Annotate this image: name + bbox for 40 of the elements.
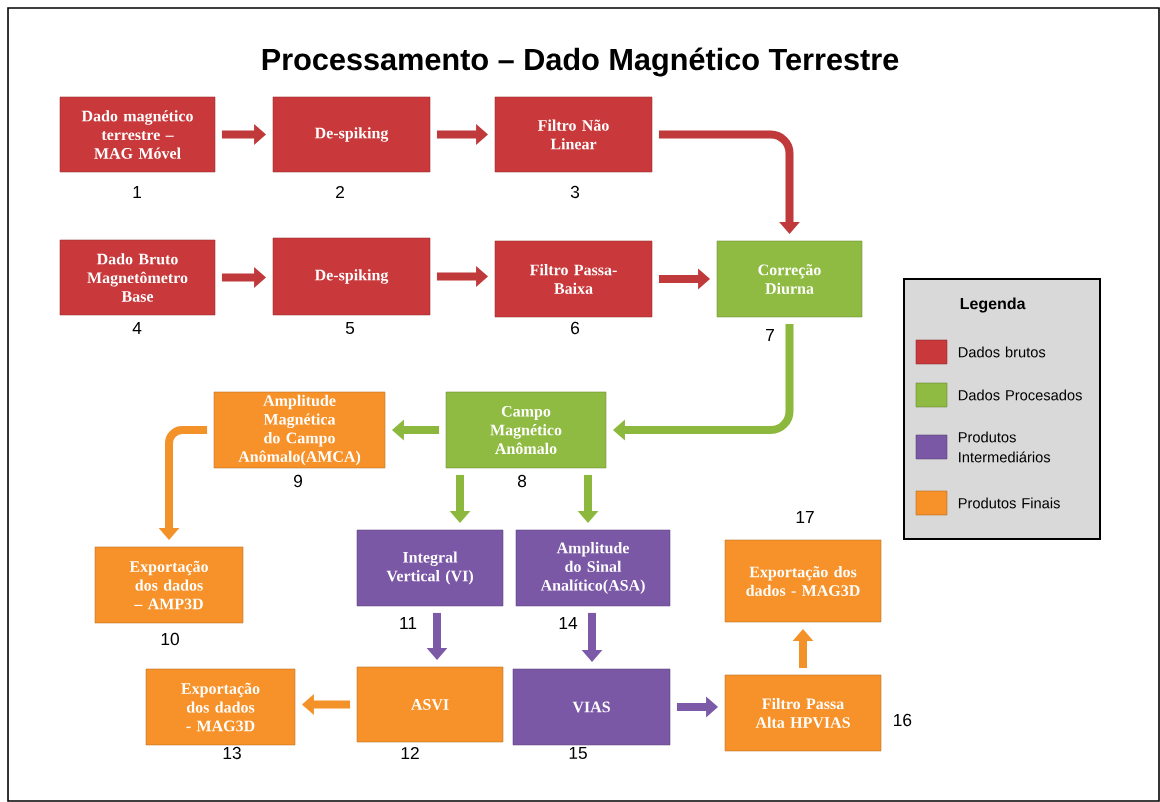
process-box: Dado magnético terrestre – MAG Móvel (59, 96, 216, 173)
step-number: 17 (796, 511, 814, 523)
step-number: 10 (161, 632, 179, 646)
step-number: 3 (570, 185, 580, 199)
legend-label: Dados Procesados (958, 389, 1082, 401)
process-box: De-spiking (272, 96, 431, 173)
process-box: Exportação dos dados - MAG3D (724, 539, 882, 623)
process-box: Exportação dos dados - MAG3D (145, 668, 296, 746)
process-box: Amplitude Magnética do Campo Anômalo(AMCA) (213, 391, 386, 469)
process-box: Filtro Passa Alta HPVIAS (724, 674, 882, 752)
process-box: Correção Diurna (716, 240, 863, 318)
legend-label: Produtos Intermediários (958, 431, 1051, 463)
process-box: ASVI (356, 666, 504, 743)
step-number: 16 (894, 713, 912, 727)
process-box: De-spiking (272, 237, 431, 316)
step-number: 2 (336, 185, 344, 199)
step-number: 9 (294, 474, 302, 488)
process-box: VIAS (512, 668, 671, 746)
step-number: 11 (400, 617, 417, 629)
legend-title: Legenda (960, 297, 1026, 313)
process-box: Amplitude do Sinal Analítico(ASA) (515, 529, 671, 607)
legend-label: Dados brutos (958, 346, 1046, 358)
step-number: 5 (345, 321, 355, 335)
process-box: Campo Magnético Anômalo (445, 391, 607, 469)
step-number: 15 (569, 746, 587, 760)
process-box: Filtro Não Linear (494, 96, 653, 173)
diagram-title: Processamento – Dado Magnético Terrestre (262, 47, 899, 77)
step-number: 6 (571, 321, 580, 335)
process-box: Dado Bruto Magnetômetro Base (59, 239, 216, 316)
step-number: 8 (517, 474, 527, 488)
step-number: 13 (223, 746, 241, 760)
step-number: 14 (559, 617, 578, 629)
step-number: 12 (401, 746, 419, 760)
process-box: Integral Vertical (VI) (356, 529, 504, 607)
step-number: 4 (132, 322, 142, 334)
process-box: Filtro Passa-Baixa (494, 240, 653, 318)
legend-label: Produtos Finais (958, 497, 1060, 509)
step-number: 7 (766, 329, 774, 341)
step-number: 1 (133, 186, 141, 198)
process-box: Exportação dos dados – AMP3D (94, 546, 244, 624)
